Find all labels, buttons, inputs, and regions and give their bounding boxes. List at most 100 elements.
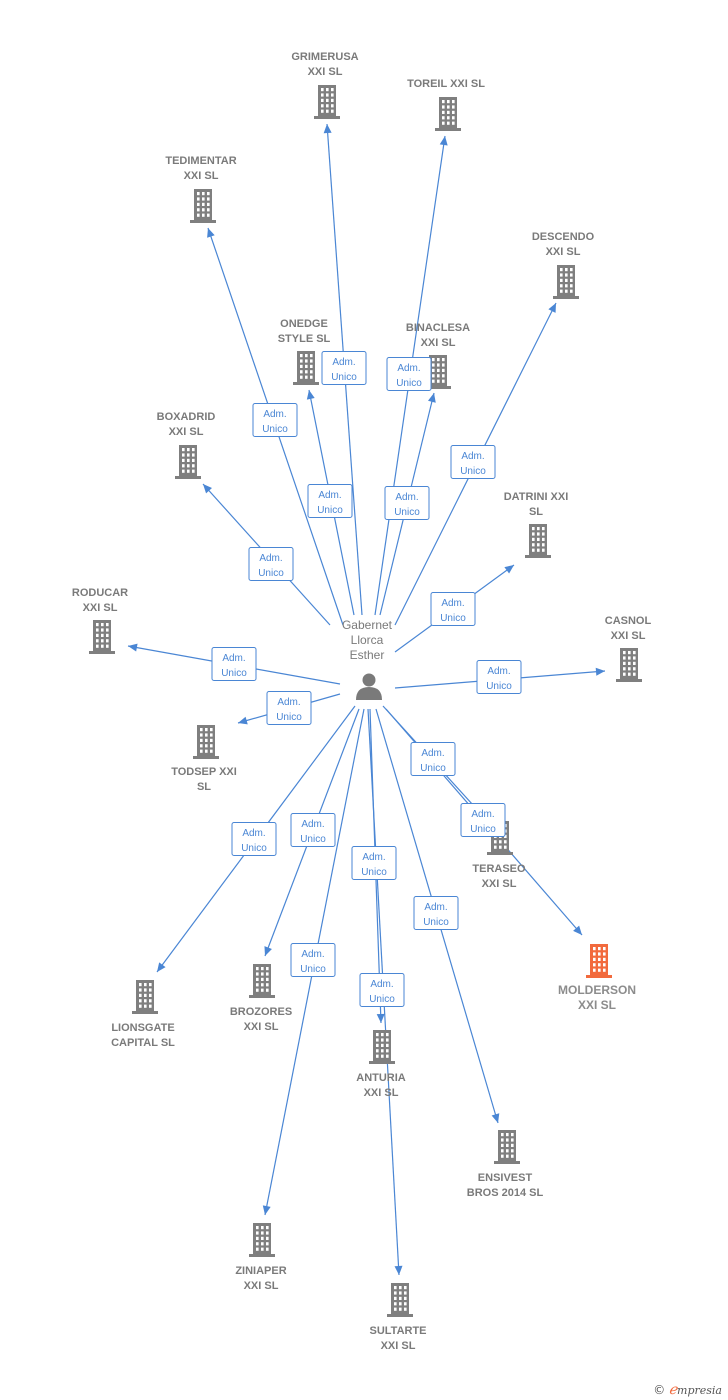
role-label-text: Adm. bbox=[362, 852, 385, 863]
company-node-descendo[interactable]: DESCENDO XXI SL bbox=[532, 231, 595, 299]
role-label-boxadrid: Adm.Unico bbox=[248, 547, 294, 581]
role-label-text: Unico bbox=[276, 712, 302, 723]
role-label-text: Adm. bbox=[332, 357, 355, 368]
company-label: XXI SL bbox=[482, 878, 517, 890]
role-label-onedge: Adm.Unico bbox=[307, 484, 353, 518]
company-label: XXI SL bbox=[244, 1280, 279, 1292]
company-label: TOREIL XXI SL bbox=[407, 78, 485, 90]
role-label-casnol: Adm. Unico bbox=[476, 660, 522, 694]
building-icon bbox=[435, 97, 461, 131]
role-label-text: Unico bbox=[420, 763, 446, 774]
company-label: ANTURIA bbox=[356, 1072, 406, 1084]
role-labels: Adm.UnicoAdm.UnicoAdm.UnicoAdm.UnicoAdm.… bbox=[211, 351, 522, 1007]
role-label-text: Adm. bbox=[370, 979, 393, 990]
company-label: STYLE SL bbox=[278, 333, 331, 345]
role-label-molderson: Adm.Unico bbox=[460, 803, 506, 837]
arrowhead-rodacar bbox=[128, 643, 138, 652]
building-icon bbox=[193, 725, 219, 759]
role-label-text: Adm. bbox=[263, 409, 286, 420]
company-node-tedimentar[interactable]: TEDIMENTAR XXI SL bbox=[165, 155, 237, 223]
company-node-boxadrid[interactable]: BOXADRID XXI SL bbox=[157, 411, 216, 479]
arrowhead-ziniaper bbox=[262, 1205, 271, 1215]
arrowhead-boxadrid bbox=[203, 484, 212, 494]
role-label-text: Unico bbox=[317, 505, 343, 516]
role-label-text: Adm. bbox=[397, 363, 420, 374]
company-label: ZINIAPER bbox=[235, 1265, 286, 1277]
arrowhead-lionsgate bbox=[157, 962, 166, 972]
company-label: XXI SL bbox=[184, 170, 219, 182]
company-label: DESCENDO bbox=[532, 231, 595, 243]
company-node-toreil[interactable]: TOREIL XXI SL bbox=[407, 78, 485, 131]
role-label-ziniaper: Adm. Unico bbox=[290, 943, 336, 977]
role-label-grimerusa: Adm.Unico bbox=[321, 351, 367, 385]
role-label-text: Unico bbox=[300, 964, 326, 975]
building-icon bbox=[387, 1283, 413, 1317]
company-label: XXI SL bbox=[169, 426, 204, 438]
brand-name: mpresia bbox=[677, 1384, 722, 1397]
person-name: Gabernet bbox=[342, 618, 393, 632]
brand-watermark: © ℯmpresia bbox=[653, 1382, 722, 1398]
company-label: RODUCAR bbox=[72, 587, 128, 599]
company-label: XXI SL bbox=[546, 246, 581, 258]
role-label-text: Unico bbox=[440, 613, 466, 624]
building-icon bbox=[175, 445, 201, 479]
company-label: TODSEP XXI bbox=[171, 766, 237, 778]
person-name: Llorca bbox=[351, 633, 384, 647]
arrowhead-toreil bbox=[439, 136, 448, 146]
role-label-anturia: Adm.Unico bbox=[351, 846, 397, 880]
role-label-teraseo: Adm. Unico bbox=[410, 742, 456, 776]
building-icon bbox=[132, 980, 158, 1014]
arrowhead-molderson bbox=[573, 925, 582, 935]
company-label: XXI SL bbox=[244, 1021, 279, 1033]
role-label-text: Adm. bbox=[222, 653, 245, 664]
role-label-text: Adm. bbox=[421, 748, 444, 759]
arrowhead-ensivest bbox=[491, 1113, 500, 1123]
company-label: MOLDERSON bbox=[558, 983, 636, 997]
role-label-text: Unico bbox=[258, 568, 284, 579]
building-icon bbox=[190, 189, 216, 223]
building-icon bbox=[586, 944, 612, 978]
role-label-toreil: Adm.Unico bbox=[386, 357, 432, 391]
role-label-text: Unico bbox=[369, 994, 395, 1005]
building-icon bbox=[293, 351, 319, 385]
role-label-sultarte: Adm. Unico bbox=[359, 973, 405, 1007]
person-name: Esther bbox=[350, 648, 385, 662]
company-label: SULTARTE bbox=[369, 1325, 426, 1337]
arrowhead-brozores bbox=[264, 946, 272, 956]
company-label: GRIMERUSA bbox=[291, 51, 358, 63]
role-label-datrini: Adm.Unico bbox=[430, 592, 476, 626]
role-label-ensivest: Adm.Unico bbox=[413, 896, 459, 930]
company-label: TEDIMENTAR bbox=[165, 155, 236, 167]
arrowhead-descendo bbox=[548, 303, 556, 313]
company-label: ENSIVEST bbox=[478, 1172, 533, 1184]
role-label-lionsgate: Adm.Unico bbox=[231, 822, 277, 856]
company-label: BOXADRID bbox=[157, 411, 216, 423]
role-label-text: Adm. bbox=[301, 949, 324, 960]
company-label: XXI SL bbox=[421, 337, 456, 349]
role-label-rodacar: Adm.Unico bbox=[211, 647, 257, 681]
role-label-text: Unico bbox=[486, 681, 512, 692]
role-label-text: Adm. bbox=[487, 666, 510, 677]
role-label-text: Unico bbox=[423, 917, 449, 928]
building-icon bbox=[249, 1223, 275, 1257]
role-label-text: Unico bbox=[262, 424, 288, 435]
building-icon bbox=[89, 620, 115, 654]
role-label-text: Unico bbox=[460, 466, 486, 477]
company-label: XXI SL bbox=[611, 630, 646, 642]
company-node-ziniaper[interactable]: ZINIAPER XXI SL bbox=[235, 1223, 287, 1292]
